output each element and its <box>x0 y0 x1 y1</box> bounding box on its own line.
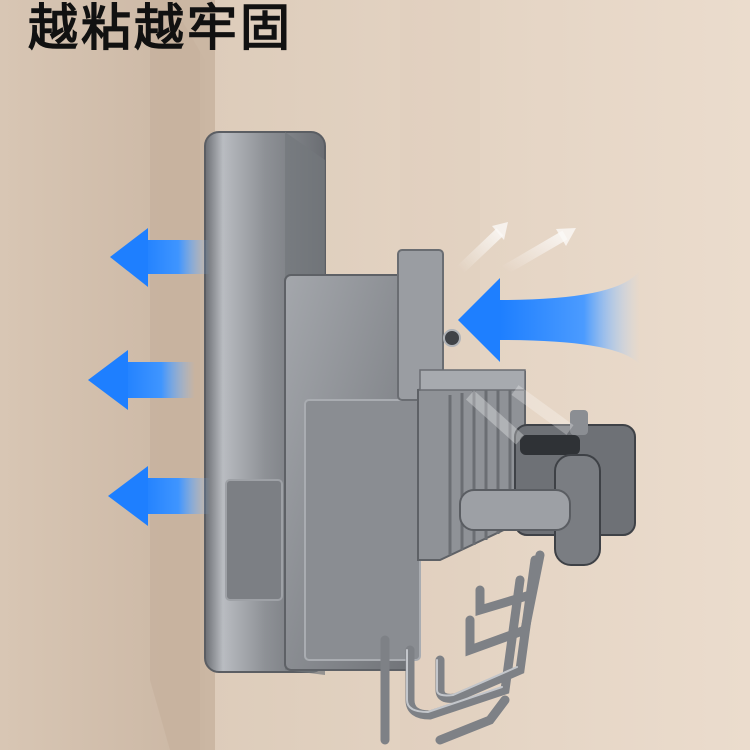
bracket-panel <box>304 399 421 661</box>
arrow-left-icon <box>108 466 210 526</box>
screw <box>443 329 461 347</box>
headline: 越粘越牢固 <box>28 0 293 57</box>
arrow-left-icon <box>110 228 210 287</box>
knob-shaft <box>459 489 571 531</box>
arrow-up-right-icon <box>456 222 508 274</box>
towel-hooks <box>380 550 545 745</box>
arrow-up-right-icon <box>502 228 576 275</box>
arrow-left-icon <box>458 270 640 365</box>
plate-recess <box>225 479 283 601</box>
arrow-up-right-icon <box>465 385 574 445</box>
arrow-left-icon <box>88 350 195 410</box>
